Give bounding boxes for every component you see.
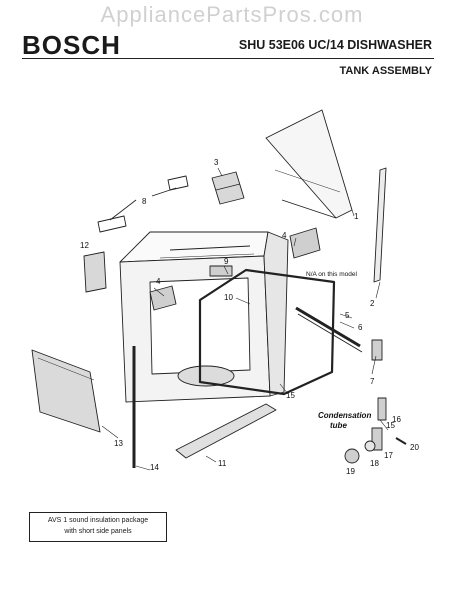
callout-6: 6 bbox=[358, 323, 363, 332]
watermark: AppliancePartsPros.com bbox=[100, 2, 364, 27]
part-top-bracket bbox=[211, 171, 245, 205]
callout-15b: 15 bbox=[386, 421, 395, 430]
callout-18: 18 bbox=[370, 459, 379, 468]
callout-5: 5 bbox=[345, 311, 350, 320]
callout-17: 17 bbox=[384, 451, 393, 460]
callout-3: 3 bbox=[214, 158, 219, 167]
model-title: SHU 53E06 UC/14 DISHWASHER bbox=[238, 38, 432, 52]
section-title: TANK ASSEMBLY bbox=[339, 65, 433, 77]
avs-note-line2: with short side panels bbox=[64, 528, 132, 535]
callout-1: 1 bbox=[354, 212, 359, 221]
condensation-label: Condensation bbox=[318, 411, 371, 420]
callout-2: 2 bbox=[370, 299, 375, 308]
part-frame-gasket bbox=[198, 268, 336, 396]
part-side-panel bbox=[265, 109, 353, 219]
part-fittings bbox=[371, 339, 387, 421]
callout-15a: 15 bbox=[286, 391, 295, 400]
na-note: N/A on this model bbox=[306, 271, 357, 278]
leader-lines bbox=[101, 167, 389, 471]
part-front-panel bbox=[31, 349, 101, 433]
part-vertical-strip bbox=[373, 167, 387, 283]
callout-8: 8 bbox=[142, 197, 147, 206]
part-hardware bbox=[344, 427, 407, 464]
callout-labels: 1 2 3 4 4 5 6 7 8 9 10 11 12 13 14 15 15… bbox=[80, 158, 419, 476]
callout-11: 11 bbox=[218, 459, 227, 468]
part-rails bbox=[295, 306, 363, 353]
condensation-label-line2: tube bbox=[330, 421, 347, 430]
callout-19: 19 bbox=[346, 467, 355, 476]
callout-12: 12 bbox=[80, 241, 89, 250]
avs-note-box: AVS 1 sound insulation package with shor… bbox=[29, 512, 167, 542]
brand-logo: BOSCH bbox=[22, 30, 121, 60]
callout-10: 10 bbox=[224, 293, 233, 302]
callout-13: 13 bbox=[114, 439, 123, 448]
callout-4a: 4 bbox=[282, 231, 287, 240]
callout-16: 16 bbox=[392, 415, 401, 424]
avs-note-line1: AVS 1 sound insulation package bbox=[47, 517, 149, 524]
part-clips bbox=[149, 227, 321, 311]
tub-body bbox=[119, 231, 289, 403]
part-left-block bbox=[83, 251, 107, 293]
callout-14: 14 bbox=[150, 463, 159, 472]
callout-20: 20 bbox=[410, 443, 419, 452]
header-rule bbox=[22, 58, 434, 59]
part-lower-rail bbox=[175, 403, 277, 459]
callout-4b: 4 bbox=[156, 277, 161, 286]
part-small-brackets bbox=[97, 175, 189, 233]
callout-9: 9 bbox=[224, 257, 229, 266]
callout-7: 7 bbox=[370, 377, 375, 386]
